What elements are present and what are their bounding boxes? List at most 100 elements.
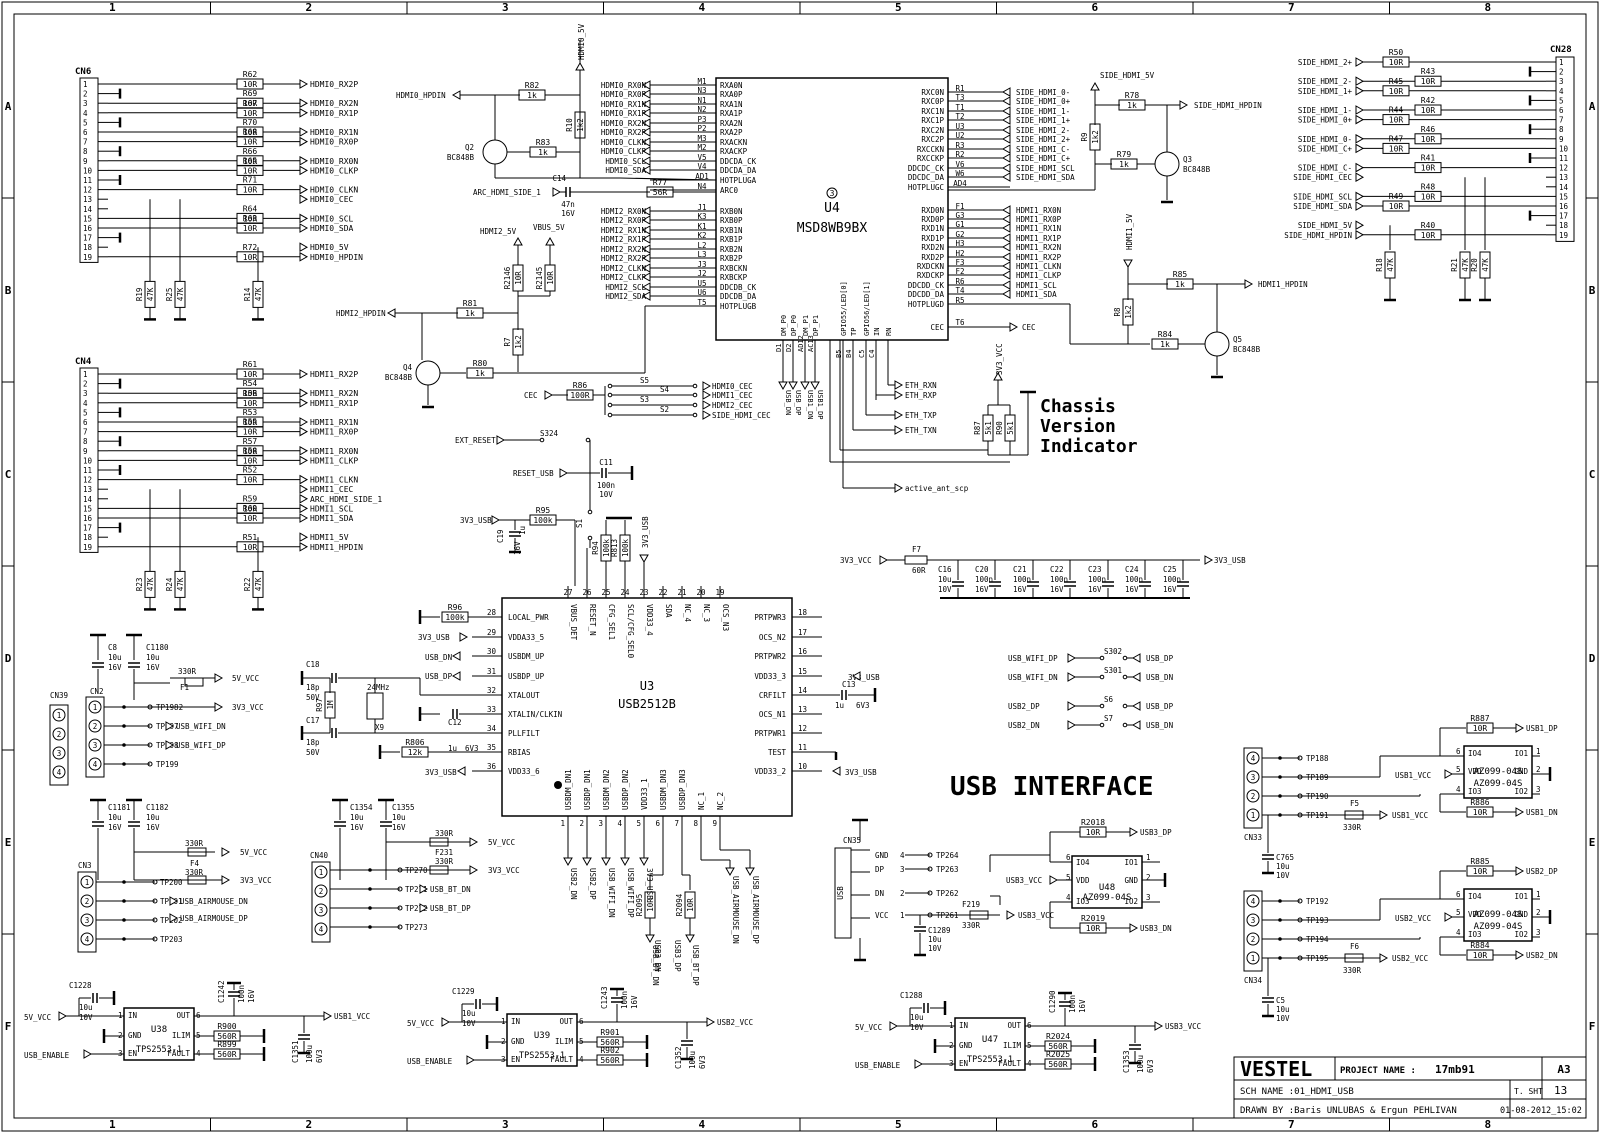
net-label: USB_WIFI_DP (1008, 654, 1058, 663)
chip-pin-name: IN (873, 328, 881, 336)
chip-ball: W6 (955, 169, 965, 178)
net-label: HDMI2_CLKP (601, 273, 647, 282)
chip-pin-number: 24 (620, 588, 630, 597)
resistor-value: 10R (1421, 106, 1436, 115)
net-flag (641, 206, 651, 216)
switch-ref: S301 (1104, 666, 1122, 675)
net-label: USB2_VCC (717, 1018, 753, 1027)
net-flag (702, 410, 712, 420)
chip-pin-name: HOTPLUGB (720, 302, 757, 311)
net-flag (641, 146, 651, 156)
net-flag (601, 857, 611, 867)
net-label: USB_AIRMOUSE_DP (180, 914, 248, 923)
resistor-ref: R8 (1113, 307, 1122, 317)
net-label: 3V3_USB (845, 768, 877, 777)
net-flag (641, 80, 651, 90)
resistor-value: 10R (243, 157, 258, 166)
net-label: USB3_VCC (1018, 911, 1054, 920)
chip-marker-text: 3 (830, 189, 835, 198)
net-label: 3V3_USB (641, 516, 650, 548)
component-value: 16V (108, 663, 122, 672)
connector-pin-number: 15 (83, 214, 92, 223)
connector-pin (1246, 951, 1260, 965)
net-flag (889, 1021, 899, 1031)
chip-ball: R5 (955, 296, 964, 305)
resistor-value: 10R (1421, 164, 1436, 173)
net-flag (894, 410, 904, 420)
switch-contact (1122, 674, 1128, 680)
net-label: SIDE_HDMI_CEC (712, 411, 771, 420)
u4-chip-body (715, 77, 949, 341)
chip-pin-number: 22 (658, 588, 667, 597)
resistor-ref: R23 (135, 578, 144, 592)
resistor-value: 10R (1421, 77, 1436, 86)
chip-ball: V4 (697, 162, 707, 171)
component-ref: C765 (1276, 853, 1294, 862)
net-label: 5V_VCC (407, 1019, 434, 1028)
connector-pin-number: 4 (900, 851, 905, 860)
net-label: HDMI0_CLKP (601, 147, 647, 156)
chip-ball: M3 (697, 134, 706, 143)
heading-chassis: Chassis (1040, 396, 1116, 417)
component-ref: C8 (108, 643, 118, 652)
net-label: USB1_DP (816, 390, 824, 420)
resistor-value: 1k (1160, 340, 1170, 349)
chip-ball: P2 (697, 124, 706, 133)
net-label: USB_DN (425, 653, 452, 662)
chip-ball: N3 (697, 86, 706, 95)
resistor-value: 1k2 (576, 118, 585, 132)
resistor-value: 10R (243, 476, 258, 485)
net-label: HDMI0_SCL (310, 214, 354, 223)
resistor-value: 10R (1421, 135, 1436, 144)
connector-pin-number: 16 (83, 224, 93, 233)
net-label: HDMI2_RX1P (601, 235, 647, 244)
net-flag (491, 515, 501, 525)
testpoint (152, 936, 158, 942)
resistor-value: 10R (1421, 192, 1436, 201)
net-label: SIDE_HDMI_HPDIN (1194, 101, 1262, 110)
component-value: 100u (1136, 1055, 1145, 1073)
sheet-size: A3 (1557, 1063, 1570, 1076)
net-flag (641, 234, 651, 244)
u3-chip-body (501, 597, 793, 817)
junction (122, 937, 126, 941)
net-label: HDMI0_RX0P (601, 90, 647, 99)
resistor-value: 10R (243, 128, 258, 137)
net-label: SIDE_HDMI_C+ (1298, 144, 1353, 153)
net-label: USB_DN (784, 390, 792, 415)
net-label: HDMI1_HPDIN (310, 543, 363, 552)
connector-ref: CN39 (50, 691, 68, 700)
grid-row-label: F (5, 1020, 12, 1033)
net-flag (1001, 233, 1011, 243)
chip-ball: H3 (955, 239, 964, 248)
net-flag (685, 934, 695, 944)
resistor-value: 10R (243, 186, 258, 195)
connector-pin-name: DN (875, 889, 884, 898)
resistor-ref: R63 (243, 214, 258, 223)
component-value: 16V (513, 541, 522, 555)
net-flag (1355, 114, 1365, 125)
connector-ref: CN4 (75, 357, 92, 367)
net-label: USB_AIRMOUSE_DP (751, 876, 760, 944)
net-flag (1067, 720, 1077, 730)
net-flag (299, 79, 309, 89)
chip-pin-name: IO1 (1514, 749, 1528, 758)
junction (122, 899, 126, 903)
component-value: 10u (910, 1013, 924, 1022)
net-label: HDMI1_SDA (1016, 290, 1057, 299)
net-flag (299, 532, 309, 543)
net-label: SIDE_HDMI_0+ (1016, 97, 1071, 106)
junction (122, 918, 126, 922)
chip-pin-number: 4 (1456, 928, 1461, 937)
resistor-ref: R94 (591, 541, 600, 555)
net-label: HDMI1_5V (310, 533, 349, 542)
net-flag (545, 236, 555, 246)
net-flag (1001, 270, 1011, 280)
connector-pin-number: 4 (1251, 897, 1256, 906)
chip-pin-name: RXC1N (921, 107, 944, 116)
resistor-ref: R80 (473, 359, 488, 368)
component-value: 50V (306, 748, 320, 757)
component-ref: C22 (1050, 565, 1064, 574)
chip-ball: V5 (697, 153, 706, 162)
net-label: 5V_VCC (24, 1013, 51, 1022)
